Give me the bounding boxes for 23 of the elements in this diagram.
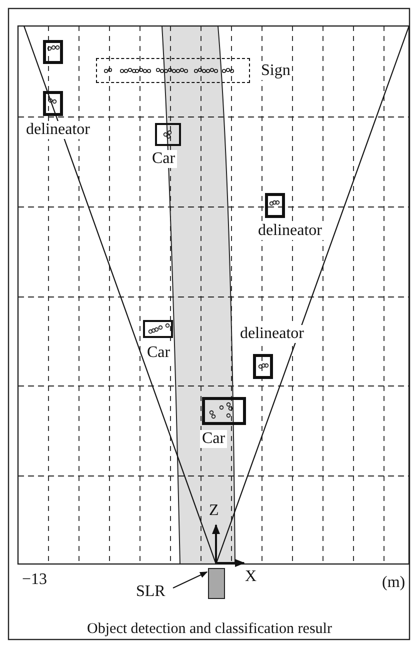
class-label: Car [145,344,172,362]
class-label: Sign [259,62,292,80]
detection-box [155,123,181,146]
detection-box [202,397,246,425]
class-label: delineator [256,222,324,240]
detection-box [265,193,285,218]
detection-box [143,320,173,338]
unit-label: (m) [382,574,406,592]
detection-region [96,58,250,83]
detection-box [43,91,63,116]
class-label: delineator [24,121,92,139]
class-label: Car [150,150,178,168]
axis-tick-label: −13 [22,571,48,589]
class-label: Car [200,430,228,448]
sensor-block [208,568,225,599]
detection-box [43,40,63,64]
class-label: delineator [238,325,306,343]
caption: Object detection and classification resulr [86,620,333,638]
detection-box [253,354,273,379]
axis-label: X [245,568,257,586]
sensor-label: SLR [136,583,166,601]
leader-arrow [172,572,208,588]
axis-label: Z [209,502,219,520]
